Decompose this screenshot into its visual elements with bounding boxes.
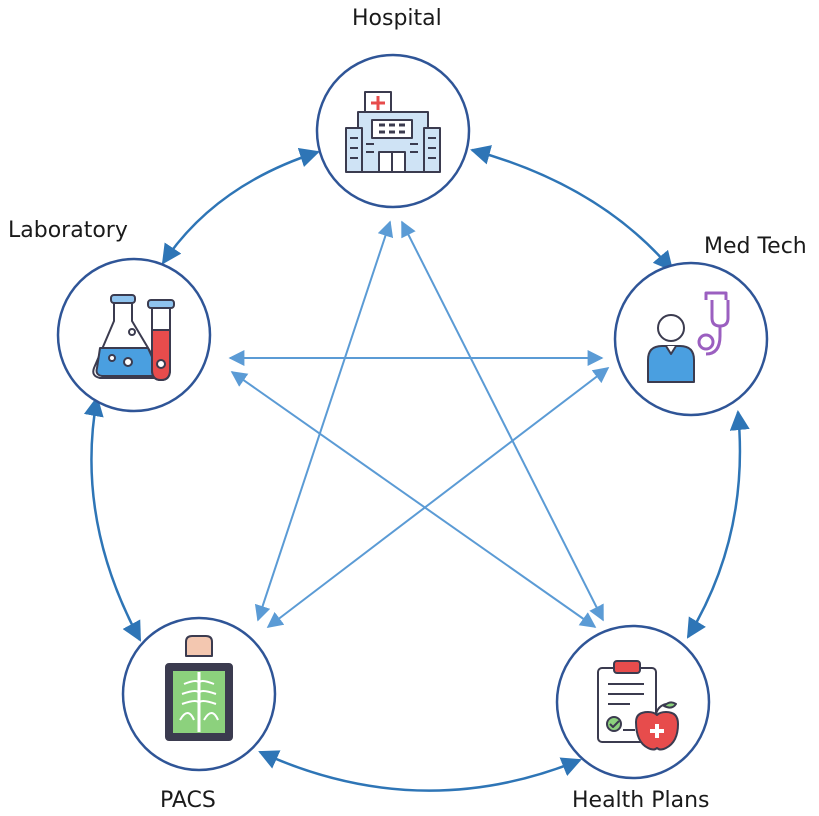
arrow-laboratory-healthplans <box>230 371 597 628</box>
clipboard-apple-icon <box>597 660 679 751</box>
arrow-hospital-medtech <box>470 145 674 272</box>
xray-scan-icon <box>165 635 233 741</box>
doctor-stethoscope-icon <box>647 291 730 383</box>
inner-connections <box>228 220 610 628</box>
medtech-label: Med Tech <box>704 234 807 259</box>
hospital-building-icon <box>345 91 441 173</box>
health-plans-label: Health Plans <box>572 788 710 813</box>
lab-flask-test-tube-icon <box>92 294 175 381</box>
arrow-hospital-healthplans <box>401 220 604 622</box>
pacs-label: PACS <box>160 788 216 813</box>
arrow-hospital-pacs <box>254 220 394 622</box>
arrow-pacs-laboratory <box>83 396 142 642</box>
arrow-medtech-healthplans <box>686 410 750 639</box>
laboratory-label: Laboratory <box>8 218 128 243</box>
medtech-node <box>613 261 769 417</box>
arrow-medtech-pacs <box>266 367 610 628</box>
arrow-healthplans-pacs <box>258 750 582 792</box>
arrow-laboratory-hospital <box>161 147 320 265</box>
hospital-label: Hospital <box>352 6 442 31</box>
outer-connections <box>83 145 750 792</box>
